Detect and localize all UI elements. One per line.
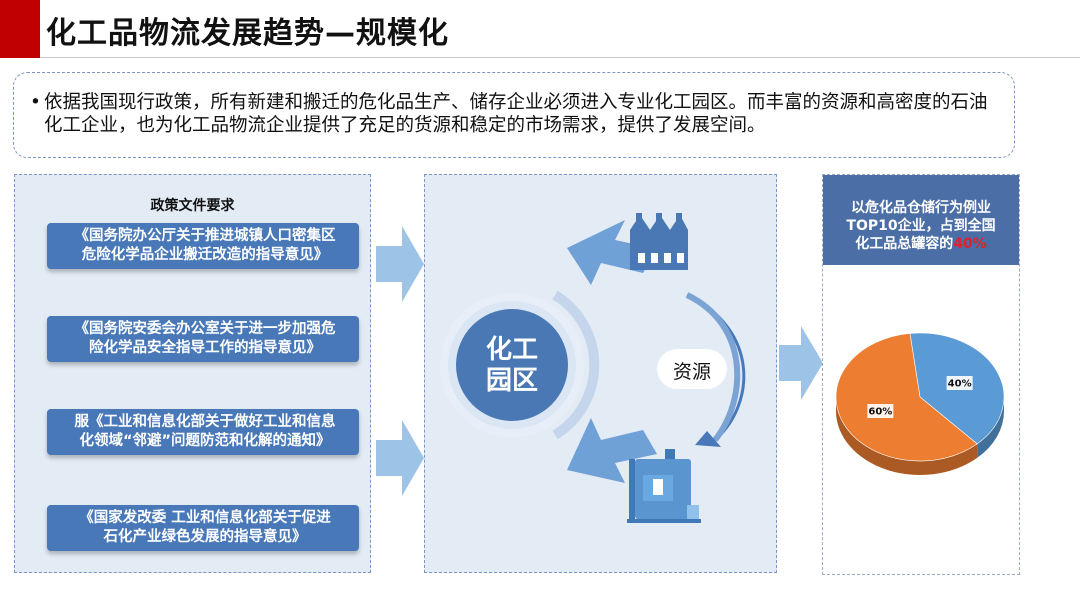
policy-doc-2: 《国务院安委会办公室关于进一步加强危 险化学品安全指导工作的指导意见》: [47, 316, 359, 362]
pie-slice-side: [977, 397, 1004, 458]
pie-data-label: 40%: [948, 379, 972, 390]
policy-doc-1: 《国务院办公厅关于推进城镇人口密集区 危险化学品企业搬迁改造的指导意见》: [47, 223, 359, 269]
policy-doc-4: 《国家发改委 工业和信息化部关于促进 石化产业绿色发展的指导意见》: [47, 505, 359, 551]
header-line: TOP10企业，占到全国: [846, 218, 996, 234]
statistics-header: 以危化品仓储行为例业 TOP10企业，占到全国 化工品总罐容的40%: [823, 175, 1019, 265]
policy-doc-line: 石化产业绿色发展的指导意见》: [103, 529, 307, 545]
resource-flow-band: [685, 292, 741, 442]
right-arrow-icon: [779, 326, 823, 400]
industrial-park-panel: 化工 园区 资源: [424, 174, 777, 573]
header-text: 化工品总罐容的: [855, 236, 954, 252]
header-highlight: 40%: [953, 236, 987, 252]
title-divider: [40, 57, 1080, 58]
bullet-icon: •: [30, 92, 41, 113]
arrow-to-park-icon: [567, 418, 657, 483]
pie-data-label: 60%: [868, 406, 892, 417]
park-label: 化工 园区: [465, 335, 559, 397]
pie-label-bg: [946, 376, 973, 391]
park-circle: [456, 309, 568, 421]
policy-doc-3: 服《工业和信息化部关于做好工业和信息 化领域“邻避”问题防范和化解的通知》: [47, 409, 359, 455]
intro-paragraph: •依据我国现行政策，所有新建和搬迁的危化品生产、储存企业必须进入专业化工园区。而…: [30, 91, 1000, 137]
policy-doc-line: 危险化学品企业搬迁改造的指导意见》: [81, 247, 329, 263]
page-title: 化工品物流发展趋势—规模化: [46, 16, 449, 51]
policy-doc-line: 《国家发改委 工业和信息化部关于促进: [79, 510, 331, 526]
park-arc: [552, 290, 600, 440]
policy-doc-line: 险化学品安全指导工作的指导意见》: [89, 340, 321, 356]
pie-slice: [835, 333, 978, 462]
park-cycle-diagram: [440, 213, 746, 523]
policy-panel: 政策文件要求 《国务院办公厅关于推进城镇人口密集区 危险化学品企业搬迁改造的指导…: [14, 174, 371, 573]
arrowhead-icon: [695, 431, 721, 447]
resource-label: 资源: [657, 349, 727, 389]
header-line: 以危化品仓储行为例业: [851, 200, 991, 216]
policy-doc-line: 《国务院办公厅关于推进城镇人口密集区: [74, 228, 336, 244]
park-label-line: 园区: [485, 366, 538, 396]
pie-label-bg: [867, 403, 894, 418]
right-arrow-icon: [376, 226, 424, 302]
policy-doc-line: 化领域“邻避”问题防范和化解的通知》: [79, 433, 331, 449]
pie-slice-side: [836, 397, 978, 475]
statistics-panel: 以危化品仓储行为例业 TOP10企业，占到全国 化工品总罐容的40% 40%60…: [822, 174, 1020, 575]
policy-doc-line: 《国务院安委会办公室关于进一步加强危: [74, 321, 336, 337]
intro-box: •依据我国现行政策，所有新建和搬迁的危化品生产、储存企业必须进入专业化工园区。而…: [13, 72, 1015, 158]
storage-tank-icon: [627, 449, 701, 523]
pie-chart: 40% 60%: [835, 332, 1005, 475]
factory-icon: [630, 213, 688, 270]
policy-title: 政策文件要求: [150, 198, 235, 214]
header-line: 化工品总罐容的40%: [823, 235, 1019, 253]
right-arrow-icon: [376, 420, 424, 496]
park-label-line: 化工: [485, 335, 538, 365]
policy-doc-line: 服《工业和信息化部关于做好工业和信息: [74, 414, 336, 430]
intro-text: 依据我国现行政策，所有新建和搬迁的危化品生产、储存企业必须进入专业化工园区。而丰…: [44, 92, 988, 136]
title-accent-bar: [0, 0, 40, 58]
